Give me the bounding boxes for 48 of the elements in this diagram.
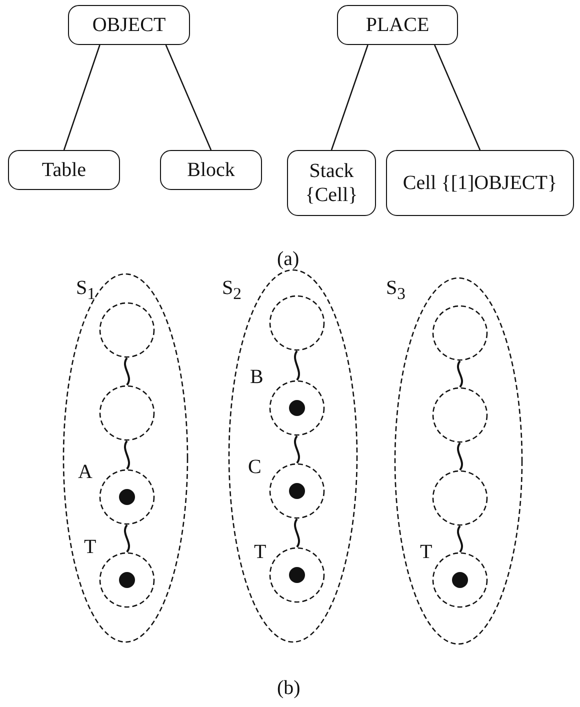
link-line [457,525,463,553]
slot-circle [432,552,488,608]
panel-label: (a) [277,249,300,269]
block-label: C [248,457,262,477]
link-line [457,360,463,388]
slot-circle [269,463,325,519]
block-label: T [420,542,432,562]
block-dot [452,572,468,588]
class-box: OBJECT [68,5,190,45]
slot-circle [269,295,325,351]
slot-circle [432,470,488,526]
block-dot [289,567,305,583]
class-box: Stack {Cell} [287,150,376,216]
slot-circle [432,305,488,361]
tree-line [63,44,100,150]
link-line [294,518,300,548]
block-dot [119,572,135,588]
link-line [124,357,130,386]
tree-line [330,44,368,150]
link-line [457,442,463,471]
set-title: S$_{2}$ [222,278,242,303]
slot-circle [99,385,155,441]
link-line [124,524,130,553]
block-dot [289,483,305,499]
set-title: S$_{3}$ [386,278,406,303]
slot-circle [269,547,325,603]
block-label: T [84,537,96,557]
block-label: T [254,542,266,562]
panel-label: (b) [277,678,300,698]
link-line [124,440,130,470]
class-box: Table [8,150,120,190]
block-label: B [250,367,264,387]
link-line [294,350,300,380]
class-box: Block [160,150,262,190]
class-box: PLACE [337,5,458,45]
tree-line [434,44,481,150]
slot-circle [99,469,155,525]
slot-circle [432,387,488,443]
set-title: S$_{1}$ [76,278,96,303]
class-box: Cell {[1]OBJECT} [386,150,574,216]
slot-circle [99,302,155,358]
block-dot [119,489,135,505]
block-dot [289,400,305,416]
slot-circle [269,380,325,436]
block-label: A [78,462,92,482]
tree-line [165,44,212,150]
slot-circle [99,552,155,608]
link-line [294,435,300,464]
